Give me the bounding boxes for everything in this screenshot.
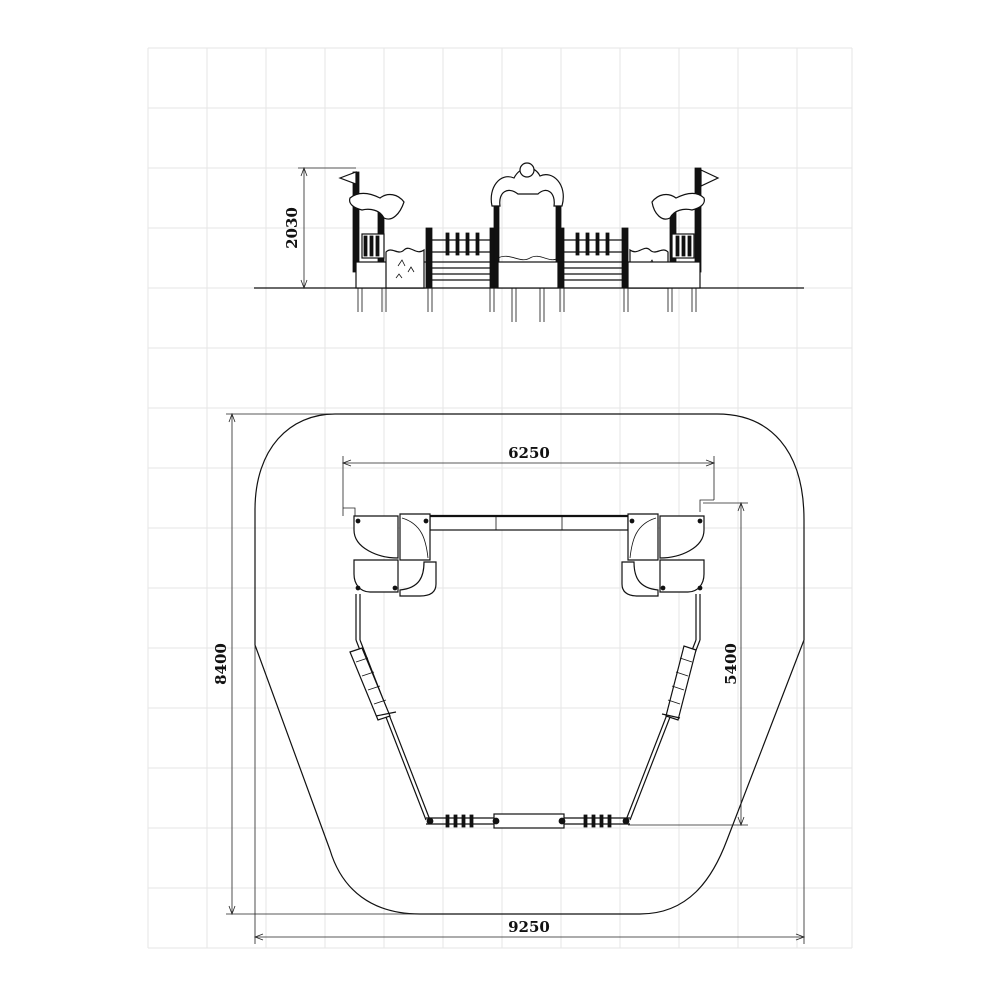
plan-view: 8400 9250 6250 5400 bbox=[212, 412, 806, 944]
right-platform bbox=[621, 513, 705, 597]
right-fence bbox=[557, 227, 629, 312]
height-dimension bbox=[298, 166, 356, 290]
inner-width-dimension bbox=[341, 456, 716, 516]
top-walkway bbox=[429, 514, 629, 531]
height-dimension-label: 2030 bbox=[283, 207, 301, 249]
front-elevation: 2030 bbox=[254, 162, 804, 322]
right-side-fence bbox=[625, 594, 701, 821]
left-side-fence bbox=[349, 594, 431, 821]
left-wave-panel bbox=[385, 247, 425, 289]
left-platform bbox=[353, 513, 437, 597]
total-depth-dimension bbox=[226, 412, 430, 916]
left-fence bbox=[425, 227, 497, 312]
inner-depth-label: 5400 bbox=[722, 643, 740, 685]
inner-width-label: 6250 bbox=[508, 444, 550, 462]
total-width-dimension bbox=[253, 640, 806, 944]
safety-zone-outline bbox=[254, 413, 805, 915]
right-tower bbox=[627, 167, 720, 312]
inner-depth-dimension bbox=[628, 501, 748, 827]
total-depth-label: 8400 bbox=[212, 643, 230, 685]
total-width-label: 9250 bbox=[508, 918, 550, 936]
bottom-fence bbox=[426, 813, 630, 829]
